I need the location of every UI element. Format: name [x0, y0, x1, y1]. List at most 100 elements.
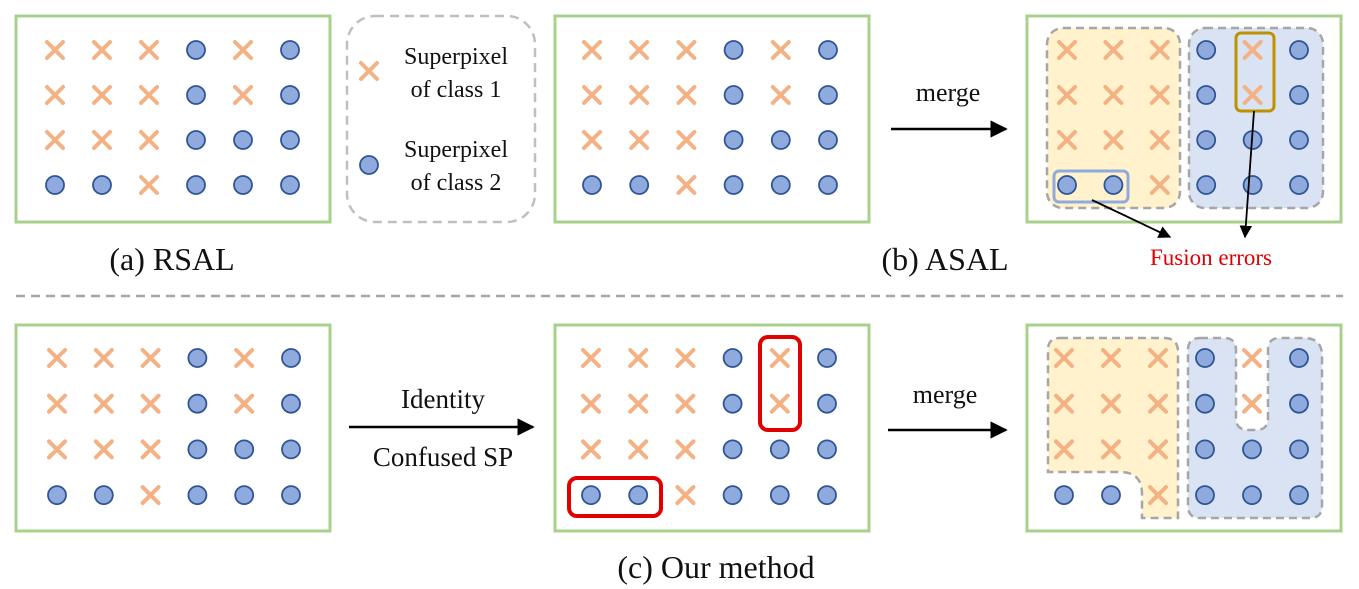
class2-circle-marker: [722, 348, 743, 368]
class2-circle-marker: [1289, 393, 1309, 414]
class1-cross-marker: [1149, 130, 1170, 150]
class2-circle-marker: [47, 485, 67, 506]
class1-cross-marker: [93, 439, 114, 460]
class2-circle-marker: [280, 85, 300, 105]
class2-circle-marker: [628, 485, 649, 506]
class1-cross-marker: [1149, 175, 1170, 195]
class1-cross-marker: [1103, 85, 1124, 105]
class2-circle-marker: [817, 485, 837, 506]
class1-cross-marker: [1054, 393, 1074, 414]
merge-label-top: merge: [916, 78, 981, 107]
class1-cross-marker: [676, 175, 697, 195]
class2-circle-marker: [1196, 85, 1217, 105]
class2-circle-marker: [769, 439, 790, 460]
class1-cross-marker: [675, 485, 696, 506]
class1-cross-marker: [581, 393, 601, 414]
class2-circle-marker: [281, 348, 301, 368]
class2-circle-marker: [280, 40, 300, 60]
class2-circle-marker: [723, 40, 744, 60]
class1-cross-marker: [45, 85, 65, 105]
class2-circle-marker: [280, 130, 300, 150]
caption-rsal: (a) RSAL: [109, 241, 234, 277]
asal-region-class1: [1045, 26, 1182, 210]
legend-circle-icon: [359, 155, 379, 175]
grid-asal: [582, 40, 838, 195]
class2-circle-marker: [1242, 175, 1263, 195]
class1-cross-marker: [1148, 485, 1168, 506]
class1-cross-marker: [45, 130, 65, 150]
class1-cross-marker: [1242, 40, 1263, 60]
class2-circle-marker: [281, 439, 301, 460]
class2-circle-marker: [723, 85, 744, 105]
class2-circle-marker: [722, 439, 743, 460]
class2-circle-marker: [1195, 485, 1215, 506]
panel-legend: [345, 14, 537, 224]
class2-circle-marker: [186, 40, 206, 60]
class1-cross-marker: [139, 130, 159, 150]
panel-rsal: [14, 14, 332, 224]
class1-cross-marker: [769, 348, 790, 368]
class1-cross-marker: [1242, 348, 1262, 368]
class1-cross-marker: [675, 393, 696, 414]
class2-circle-marker: [817, 439, 837, 460]
class1-cross-marker: [1101, 393, 1121, 414]
ours-confused-box-2: [567, 476, 663, 518]
class1-cross-marker: [628, 439, 649, 460]
class1-cross-marker: [47, 348, 67, 368]
fusion-errors-label: Fusion errors: [1150, 245, 1272, 270]
class2-circle-marker: [1242, 485, 1262, 506]
fusion-arrow-left: [1091, 199, 1172, 238]
panel-ours-input: [14, 323, 332, 533]
class2-circle-marker: [1057, 175, 1077, 195]
grid-ours-identify: [581, 348, 837, 506]
class2-circle-marker: [234, 485, 255, 506]
class1-cross-marker: [1057, 130, 1077, 150]
class1-cross-marker: [139, 175, 159, 195]
class2-circle-marker: [818, 40, 838, 60]
class2-circle-marker: [187, 348, 208, 368]
class2-circle-marker: [280, 175, 300, 195]
class1-cross-marker: [1054, 348, 1074, 368]
grid-asal-merged: [1057, 40, 1309, 195]
class2-circle-marker: [233, 130, 253, 150]
class2-circle-marker: [45, 175, 65, 195]
class2-circle-marker: [234, 439, 255, 460]
class1-cross-marker: [1149, 40, 1170, 60]
class1-cross-marker: [582, 85, 602, 105]
class2-circle-marker: [93, 485, 114, 506]
class1-cross-marker: [140, 348, 161, 368]
caption-ours: (c) Our method: [617, 549, 814, 585]
class2-circle-marker: [629, 175, 650, 195]
class1-cross-marker: [1101, 439, 1121, 460]
class1-cross-marker: [1103, 40, 1124, 60]
class1-cross-marker: [140, 393, 161, 414]
class1-cross-marker: [93, 348, 114, 368]
class1-cross-marker: [47, 393, 67, 414]
class2-circle-marker: [92, 175, 112, 195]
class2-circle-marker: [186, 85, 206, 105]
class1-cross-marker: [1148, 348, 1168, 368]
grid-ours: [47, 348, 301, 506]
fusion-arrow-right: [1239, 110, 1255, 239]
class1-cross-marker: [47, 439, 67, 460]
class2-circle-marker: [1195, 439, 1215, 460]
class2-circle-marker: [186, 130, 206, 150]
class2-circle-marker: [770, 130, 791, 150]
panel-ours-identify: [553, 323, 871, 533]
class2-circle-marker: [1054, 485, 1074, 506]
class2-circle-marker: [1103, 175, 1124, 195]
class1-cross-marker: [676, 40, 697, 60]
class1-cross-marker: [1054, 439, 1074, 460]
identity-label: Identity: [401, 384, 485, 414]
class2-circle-marker: [1242, 439, 1262, 460]
class2-circle-marker: [817, 348, 837, 368]
asal-region-class2: [1187, 26, 1325, 210]
class2-circle-marker: [770, 175, 791, 195]
class1-cross-marker: [675, 348, 696, 368]
class1-cross-marker: [675, 439, 696, 460]
class1-cross-marker: [629, 40, 650, 60]
class2-circle-marker: [722, 485, 743, 506]
class1-cross-marker: [92, 130, 112, 150]
grid-ours-merged: [1054, 348, 1309, 506]
